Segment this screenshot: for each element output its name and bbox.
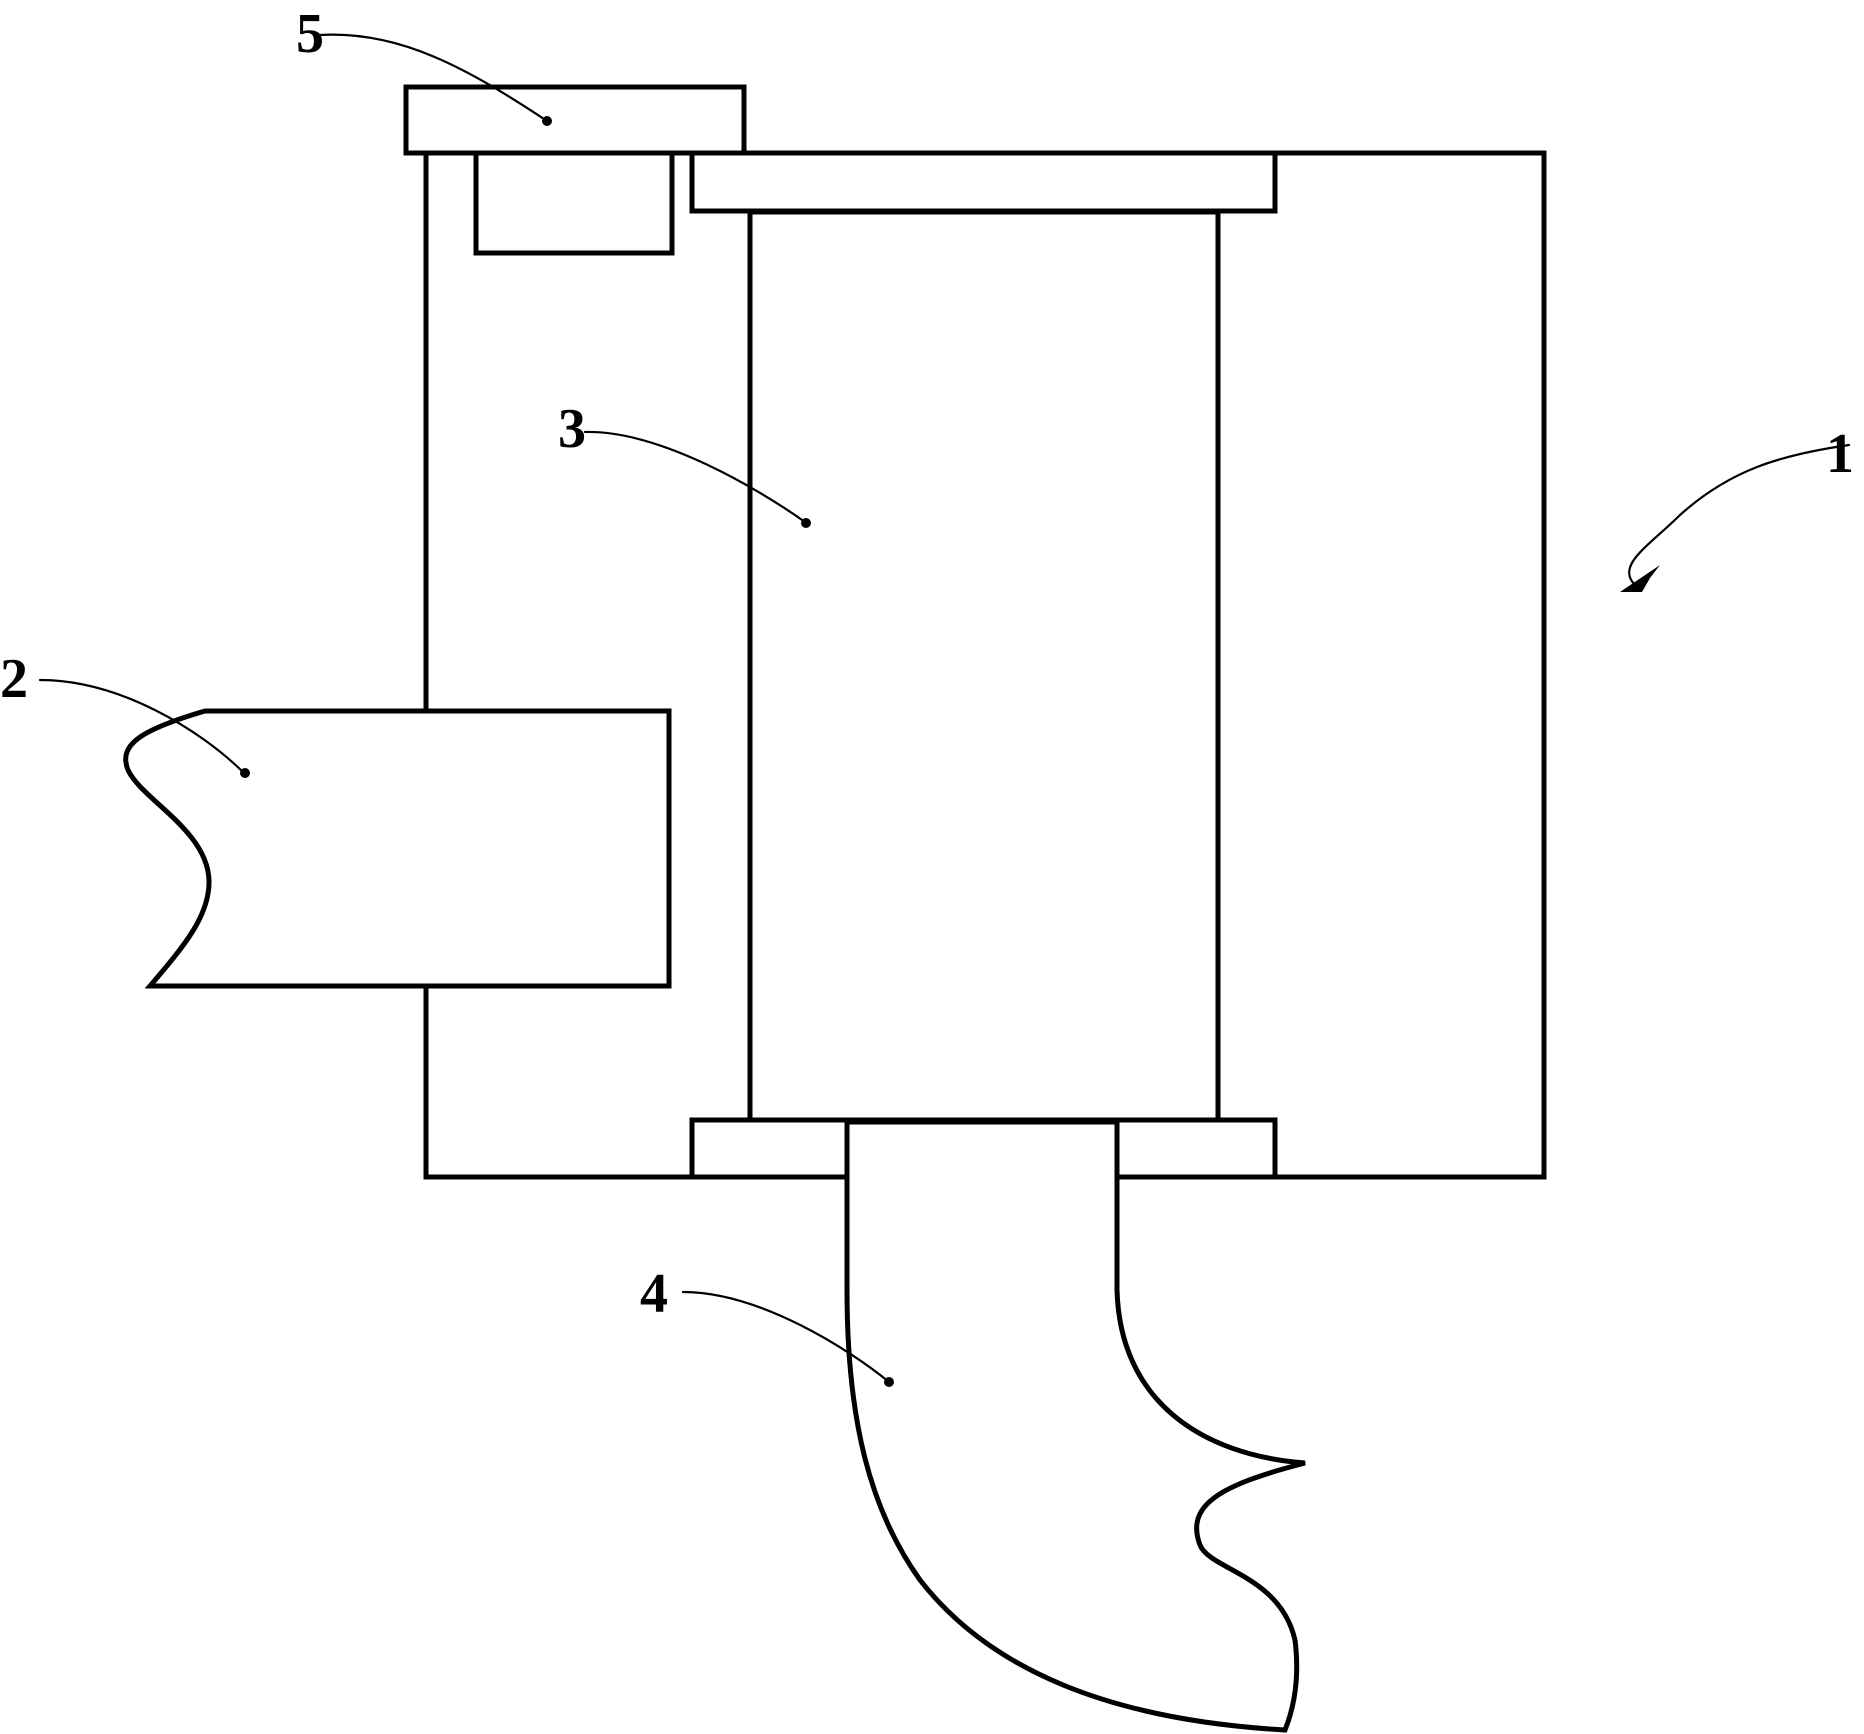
cover-plate	[403, 84, 747, 256]
outlet-pipe	[844, 1119, 1306, 1733]
label-3: 3	[558, 398, 586, 460]
anchor-dot-4	[884, 1377, 894, 1387]
cover-plug	[473, 150, 675, 256]
anchor-dot-2	[240, 768, 250, 778]
leader-4	[681, 1290, 891, 1384]
leader-3	[583, 430, 807, 524]
filter-element	[689, 150, 1278, 1180]
arrowhead-icon	[1620, 565, 1660, 592]
label-4: 4	[640, 1263, 668, 1325]
leader-5	[318, 33, 549, 123]
inlet-pipe	[123, 708, 672, 989]
leader-2	[38, 678, 245, 774]
label-1: 1	[1826, 423, 1854, 485]
filter-top-cap	[689, 150, 1278, 214]
leader-lines	[38, 33, 894, 1387]
anchor-dot-3	[801, 518, 811, 528]
label-2: 2	[0, 648, 28, 710]
anchor-dot-5	[542, 116, 552, 126]
part-labels: 5 3 1 2 4	[0, 3, 1854, 1325]
leader-1	[1620, 443, 1851, 592]
label-5: 5	[296, 3, 324, 65]
